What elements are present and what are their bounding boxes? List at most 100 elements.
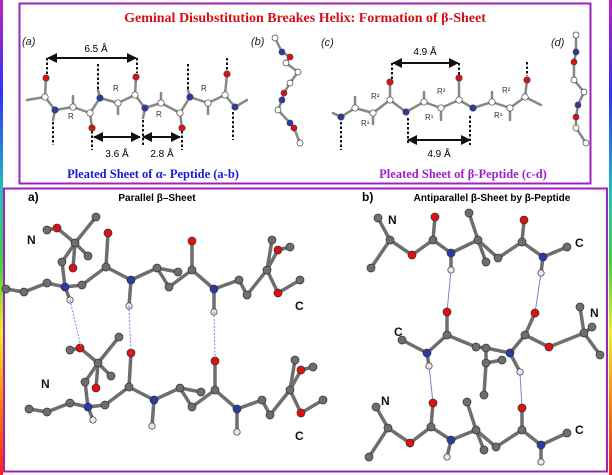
hydrogen-bond — [128, 305, 132, 354]
beta-peptide-strand — [331, 62, 543, 150]
oxygen-atom — [430, 212, 440, 222]
bond — [445, 333, 478, 349]
parallel-hydrogen-bonds — [69, 299, 216, 359]
bond — [245, 268, 269, 297]
c-terminus-label: C — [295, 429, 304, 443]
carbon-atom — [570, 76, 578, 84]
carbon-atom — [286, 79, 294, 87]
bond — [367, 426, 390, 459]
antiparallel-strand-top — [366, 208, 572, 314]
carbon-atom — [497, 355, 507, 365]
hydrogen-bond — [534, 272, 542, 314]
bond — [467, 211, 480, 242]
carbon-atom — [595, 350, 605, 360]
carbon-atom — [282, 59, 290, 67]
bond — [369, 238, 392, 270]
hydrogen-atom — [89, 416, 97, 424]
carbon-atom — [442, 330, 452, 340]
carbon-atom — [131, 91, 139, 99]
carbon-atom — [65, 398, 75, 408]
carbon-atom — [426, 422, 436, 432]
carbon-atom — [187, 402, 197, 412]
nitrogen-atom — [574, 101, 582, 109]
carbon-atom — [101, 262, 111, 272]
bond — [190, 388, 217, 409]
bond — [96, 335, 121, 365]
oxygen-atom — [428, 398, 438, 408]
bond — [496, 240, 524, 260]
nitrogen-atom — [232, 404, 242, 414]
carbon-atom — [187, 265, 197, 275]
c-terminus-label: C — [394, 325, 403, 339]
carbon-atom — [69, 103, 77, 111]
carbon-atom — [274, 106, 282, 114]
hydrogen-atom — [443, 453, 451, 461]
oxygen-atom — [530, 308, 540, 318]
n-terminus-label: N — [590, 306, 599, 320]
carbon-atom — [369, 109, 377, 117]
carbon-atom — [385, 235, 395, 245]
substituent-r2: R² — [437, 87, 446, 96]
hydrogen-atom — [233, 428, 241, 436]
oxygen-atom — [407, 250, 417, 260]
c-terminus-label: C — [295, 299, 304, 313]
carbon-atom — [491, 442, 501, 452]
nitrogen-atom — [278, 96, 286, 104]
beta-peptide-side-view — [570, 31, 590, 147]
caption-beta-peptide: Pleated Sheet of β-Peptide (c-d) — [379, 167, 547, 181]
carbon-atom — [80, 377, 90, 387]
bond — [388, 238, 414, 257]
carbon-atom — [455, 96, 463, 104]
nitrogen-atom — [96, 94, 104, 102]
carbon-atom — [1, 284, 11, 294]
nitrogen-atom — [83, 402, 93, 412]
carbon-atom — [124, 382, 134, 392]
carbon-atom — [196, 387, 206, 397]
carbon-atom — [41, 93, 49, 101]
carbon-atom — [572, 124, 580, 132]
hydrogen-bond — [519, 371, 523, 409]
carbon-atom — [464, 208, 474, 218]
distance-label-2-8: 2.8 Å — [150, 147, 174, 160]
bond — [80, 265, 108, 287]
carbon-atom — [257, 395, 267, 405]
carbon-atom — [373, 213, 383, 223]
oxygen-atom — [88, 124, 96, 132]
nitrogen-atom — [149, 395, 159, 405]
nitrogen-atom — [422, 348, 432, 358]
oxygen-atom — [103, 228, 113, 238]
oxygen-atom — [210, 356, 220, 366]
bond — [476, 238, 500, 260]
panel-label-bottom-a: a) — [28, 190, 39, 204]
carbon-atom — [296, 139, 304, 147]
distance-label-6-5: 6.5 Å — [84, 42, 108, 55]
hydrogen-bond — [213, 311, 216, 359]
carbon-atom — [579, 328, 589, 338]
oxygen-atom — [273, 245, 283, 255]
panel-label-a: (a) — [22, 36, 36, 48]
carbon-atom — [428, 235, 438, 245]
substituent-r: R — [156, 110, 162, 119]
bond — [213, 388, 239, 411]
nitrogen-atom — [141, 104, 149, 112]
oxygen-atom — [455, 74, 463, 82]
oxygen-atom — [52, 223, 62, 233]
rainbow-edge-left — [0, 0, 3, 475]
carbon-atom — [106, 371, 116, 381]
carbon-atom — [308, 362, 318, 372]
hydrogen-atom — [447, 266, 455, 274]
oxygen-atom — [442, 307, 452, 317]
bond — [152, 386, 182, 402]
oxygen-atom — [178, 124, 186, 132]
oxygen-atom — [68, 263, 78, 273]
carbon-atom — [572, 31, 580, 39]
caption-alpha-peptide: Pleated Sheet of α- Peptide (a-b) — [67, 167, 239, 181]
hydrogen-bond — [446, 269, 452, 313]
n-terminus-label: N — [381, 394, 390, 408]
carbon-atom — [383, 423, 393, 433]
panel-label-c: (c) — [321, 37, 334, 49]
carbon-atom — [481, 343, 491, 353]
carbon-atom — [506, 104, 514, 112]
oxygen-atom — [273, 288, 283, 298]
